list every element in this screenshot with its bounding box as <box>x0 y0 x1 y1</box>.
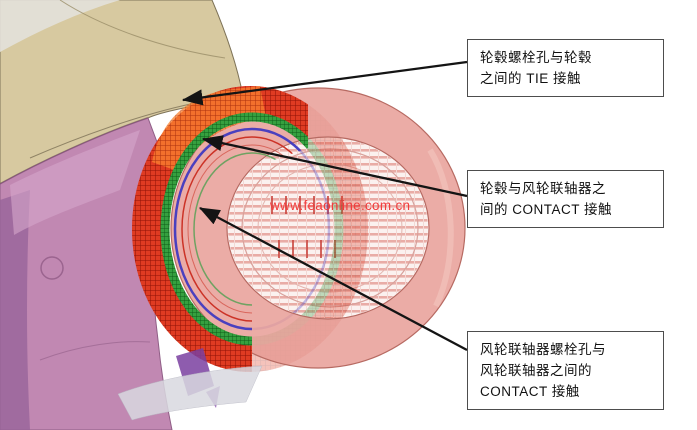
annotation-arrows <box>181 60 468 352</box>
annotation-line: CONTACT 接触 <box>480 384 580 399</box>
annotation-line: 之间的 TIE 接触 <box>480 71 582 86</box>
hub-edge-line-2 <box>59 0 226 59</box>
shaft-body <box>0 117 173 430</box>
hub-highlight <box>0 0 120 52</box>
hub-edge-line-1 <box>29 101 201 159</box>
annotation-box-contact-hub-coupling: 轮毂与风轮联轴器之 间的 CONTACT 接触 <box>467 170 664 228</box>
blue-ring <box>173 127 308 331</box>
annotation-box-contact-boltholes: 风轮联轴器螺栓孔与 风轮联轴器之间的 CONTACT 接触 <box>467 331 664 410</box>
annotation-line: 风轮联轴器螺栓孔与 <box>480 342 606 357</box>
shaft-body-light-wedge <box>10 130 140 235</box>
annotation-box-tie-contact: 轮毂螺栓孔与轮毂 之间的 TIE 接触 <box>467 39 664 97</box>
flange-mesh-rings <box>132 86 308 372</box>
inner-red-ring-2 <box>187 144 308 314</box>
shaft-body-hole <box>40 256 64 280</box>
annotation-line: 间的 CONTACT 接触 <box>480 202 613 217</box>
arrow-tie-contact <box>181 60 468 106</box>
annotation-line: 轮毂与风轮联轴器之 <box>480 181 606 196</box>
coupling-highlight <box>427 148 454 308</box>
shaft-body-curve <box>39 341 151 361</box>
shaft-body-dark-strip <box>0 190 30 430</box>
contact-green-mesh-ring <box>160 112 308 346</box>
watermark-text: www.feaonline.com.cn <box>270 198 411 213</box>
arrow-contact-hub-coupling <box>201 135 468 198</box>
arrow-contact-boltholes <box>198 206 468 352</box>
annotation-line: 风轮联轴器之间的 <box>480 363 592 378</box>
bottom-fragments <box>117 348 263 421</box>
inner-red-ring-1 <box>181 136 308 322</box>
annotation-line: 轮毂螺栓孔与轮毂 <box>480 50 592 65</box>
gray-sliver <box>117 365 263 421</box>
inner-green-ring <box>193 152 308 306</box>
